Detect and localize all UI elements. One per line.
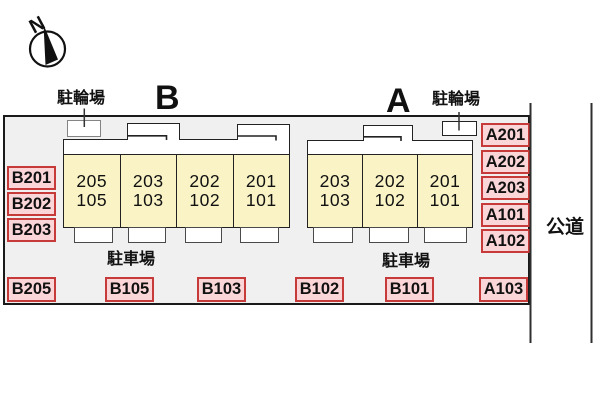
unit-number-lower: 102 (189, 190, 221, 210)
unit-number-upper: 202 (374, 171, 406, 191)
unit-number-lower: 103 (319, 190, 351, 210)
building-a-porch-1 (313, 226, 353, 244)
space-label: A102 (485, 231, 526, 250)
space-label: B201 (11, 168, 52, 187)
building-a-porch-3 (424, 226, 467, 244)
building-b-porch-1 (74, 226, 113, 244)
unit-number-upper: 201 (245, 171, 277, 191)
building-a-units: 203 103 202 102 201 101 (308, 155, 472, 227)
car-parking-a-label: 駐車場 (381, 253, 430, 270)
parking-space-b105: B105 (105, 277, 154, 302)
building-a: 203 103 202 102 201 101 (307, 140, 473, 228)
unit-a-201-101: 201 101 (418, 155, 472, 227)
parking-space-b201: B201 (7, 166, 56, 190)
building-b-porch-3 (185, 226, 222, 244)
space-label: A103 (483, 280, 524, 298)
space-label: B205 (11, 280, 52, 298)
parking-space-a103: A103 (479, 277, 528, 302)
space-label: A202 (485, 152, 526, 171)
bicycle-parking-a (442, 121, 477, 136)
unit-b-201-101: 201 101 (234, 155, 290, 227)
space-label: B102 (299, 280, 340, 298)
space-label: B103 (201, 280, 242, 298)
building-a-corridor (308, 141, 472, 155)
building-b-stair-1 (127, 123, 180, 140)
space-label: A101 (485, 205, 526, 224)
parking-space-b202: B202 (7, 192, 56, 216)
car-parking-b-label: 駐車場 (106, 251, 155, 268)
unit-b-202-102: 202 102 (177, 155, 234, 227)
unit-a-203-103: 203 103 (308, 155, 363, 227)
parking-space-b103: B103 (197, 277, 246, 302)
parking-space-b203: B203 (7, 218, 56, 242)
space-label: A201 (485, 125, 526, 144)
parking-space-b102: B102 (295, 277, 344, 302)
unit-number-lower: 102 (374, 190, 406, 210)
parking-space-a101: A101 (481, 203, 530, 227)
unit-a-202-102: 202 102 (363, 155, 418, 227)
building-a-porch-2 (369, 226, 409, 244)
building-b-units: 205 105 203 103 202 102 201 101 (64, 155, 289, 227)
unit-number-lower: 101 (429, 190, 461, 210)
unit-number-upper: 203 (132, 171, 164, 191)
unit-number-upper: 201 (429, 171, 461, 191)
unit-number-lower: 103 (132, 190, 164, 210)
parking-space-a202: A202 (481, 150, 530, 174)
space-label: B101 (389, 280, 430, 298)
space-label: B203 (11, 220, 52, 239)
space-label: B105 (109, 280, 150, 298)
parking-space-a102: A102 (481, 229, 530, 253)
bicycle-parking-b (67, 120, 101, 137)
building-b-porch-2 (128, 226, 166, 244)
space-label: B202 (11, 194, 52, 213)
building-b-porch-4 (240, 226, 279, 244)
bicycle-parking-a-label: 駐輪場 (431, 91, 480, 108)
unit-b-205-105: 205 105 (64, 155, 121, 227)
unit-number-upper: 203 (319, 171, 351, 191)
compass-north-icon: N (26, 12, 67, 68)
unit-number-upper: 202 (189, 171, 221, 191)
unit-number-lower: 101 (245, 190, 277, 210)
building-b-label: B (155, 79, 180, 117)
parking-space-b205: B205 (7, 277, 56, 302)
building-b: 205 105 203 103 202 102 201 101 (63, 139, 290, 228)
building-a-label: A (386, 82, 411, 120)
public-road-label: 公道 (545, 217, 584, 238)
unit-number-upper: 205 (76, 171, 108, 191)
building-a-stair-1 (363, 125, 413, 141)
parking-space-b101: B101 (385, 277, 434, 302)
compass-north-letter: N (26, 12, 49, 38)
unit-b-203-103: 203 103 (121, 155, 177, 227)
bicycle-parking-b-label: 駐輪場 (56, 90, 105, 107)
building-b-corridor (64, 140, 289, 155)
building-b-stair-2 (237, 124, 290, 140)
space-label: A203 (485, 178, 526, 197)
unit-number-lower: 105 (76, 190, 108, 210)
parking-space-a203: A203 (481, 176, 530, 200)
parking-space-a201: A201 (481, 123, 530, 147)
